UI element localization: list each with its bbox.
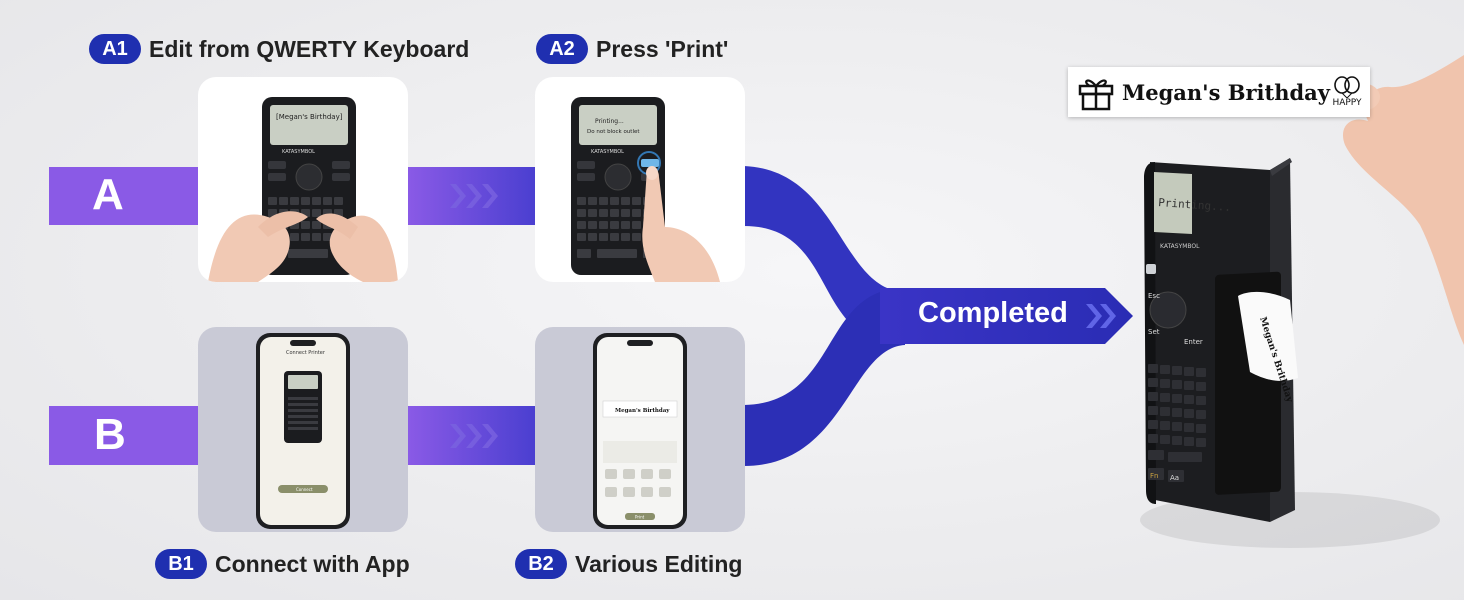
label-tape-text: Megan's Brithday <box>1122 79 1330 105</box>
step-b2-badge: B2 <box>515 549 567 579</box>
device-key-esc: Esc <box>1148 292 1160 300</box>
b1-connect-button: Connect <box>296 487 313 492</box>
row-a-bar-mid <box>408 167 536 225</box>
b2-print-button: Print <box>635 515 645 520</box>
phone-connect-illustration: Connect Printer Connect <box>256 333 350 529</box>
device-print-illustration: Printing... Do not block outlet KATASYMB… <box>571 97 720 282</box>
a1-screen-text: [Megan's Birthday] <box>276 113 343 121</box>
device-key-set: Set <box>1148 328 1160 336</box>
step-a2-label: A2 Press 'Print' <box>536 34 728 64</box>
step-b2-text: Various Editing <box>575 550 743 577</box>
row-a-letter: A <box>92 170 124 219</box>
step-a2-card: Printing... Do not block outlet KATASYMB… <box>535 77 745 282</box>
step-b2-label: B2 Various Editing <box>515 549 742 579</box>
b1-phone-title: Connect Printer <box>286 350 326 356</box>
row-b-letter: B <box>94 410 126 459</box>
step-b1-text: Connect with App <box>215 550 410 577</box>
step-b1-label: B1 Connect with App <box>155 549 410 579</box>
device-brand: KATASYMBOL <box>1160 243 1200 250</box>
step-b1-badge: B1 <box>155 549 207 579</box>
b2-label-preview: Megan's Birthday <box>615 408 670 414</box>
row-b-bar-left <box>49 406 200 465</box>
label-printer-device: Printing... KATASYMBOL Esc Set Enter Fn … <box>1140 158 1440 548</box>
step-b2-card: Megan's Birthday Print <box>535 327 745 532</box>
completed-arrow <box>880 288 1133 344</box>
step-a2-text: Press 'Print' <box>596 35 729 62</box>
completed-label: Completed <box>918 297 1068 329</box>
device-key-enter: Enter <box>1184 338 1203 346</box>
step-a1-card: [Megan's Birthday] KATASYMBOL <box>198 77 408 282</box>
a2-brand: KATASYMBOL <box>591 149 624 155</box>
row-a-bar-left <box>49 167 200 225</box>
step-b1-card: Connect Printer Connect <box>198 327 408 532</box>
phone-edit-illustration: Megan's Birthday Print <box>593 333 687 529</box>
a2-screen-line1: Printing... <box>595 118 624 125</box>
gift-icon <box>1078 79 1114 111</box>
row-a-chevrons <box>450 184 498 208</box>
a2-screen-line2: Do not block outlet <box>587 129 640 135</box>
device-screen-text: Printing... <box>1158 196 1232 214</box>
step-a1-text: Edit from QWERTY Keyboard <box>149 35 470 62</box>
row-b-merge-curve <box>744 288 905 466</box>
completed-chevrons <box>1086 304 1116 328</box>
printed-label-tape: Megan's Brithday HAPPY <box>1068 67 1370 117</box>
balloon-icon <box>1334 76 1360 98</box>
row-b-chevrons <box>450 424 498 448</box>
step-a2-badge: A2 <box>536 34 588 64</box>
device-keyboard-illustration: [Megan's Birthday] KATASYMBOL <box>208 97 398 282</box>
step-a1-label: A1 Edit from QWERTY Keyboard <box>89 34 469 64</box>
label-tape-sub: HAPPY <box>1332 98 1362 108</box>
step-a1-badge: A1 <box>89 34 141 64</box>
device-key-fn: Fn <box>1150 472 1158 480</box>
device-key-aa: Aa <box>1170 474 1179 482</box>
row-b-bar-mid <box>408 406 536 465</box>
a1-brand: KATASYMBOL <box>282 149 315 155</box>
